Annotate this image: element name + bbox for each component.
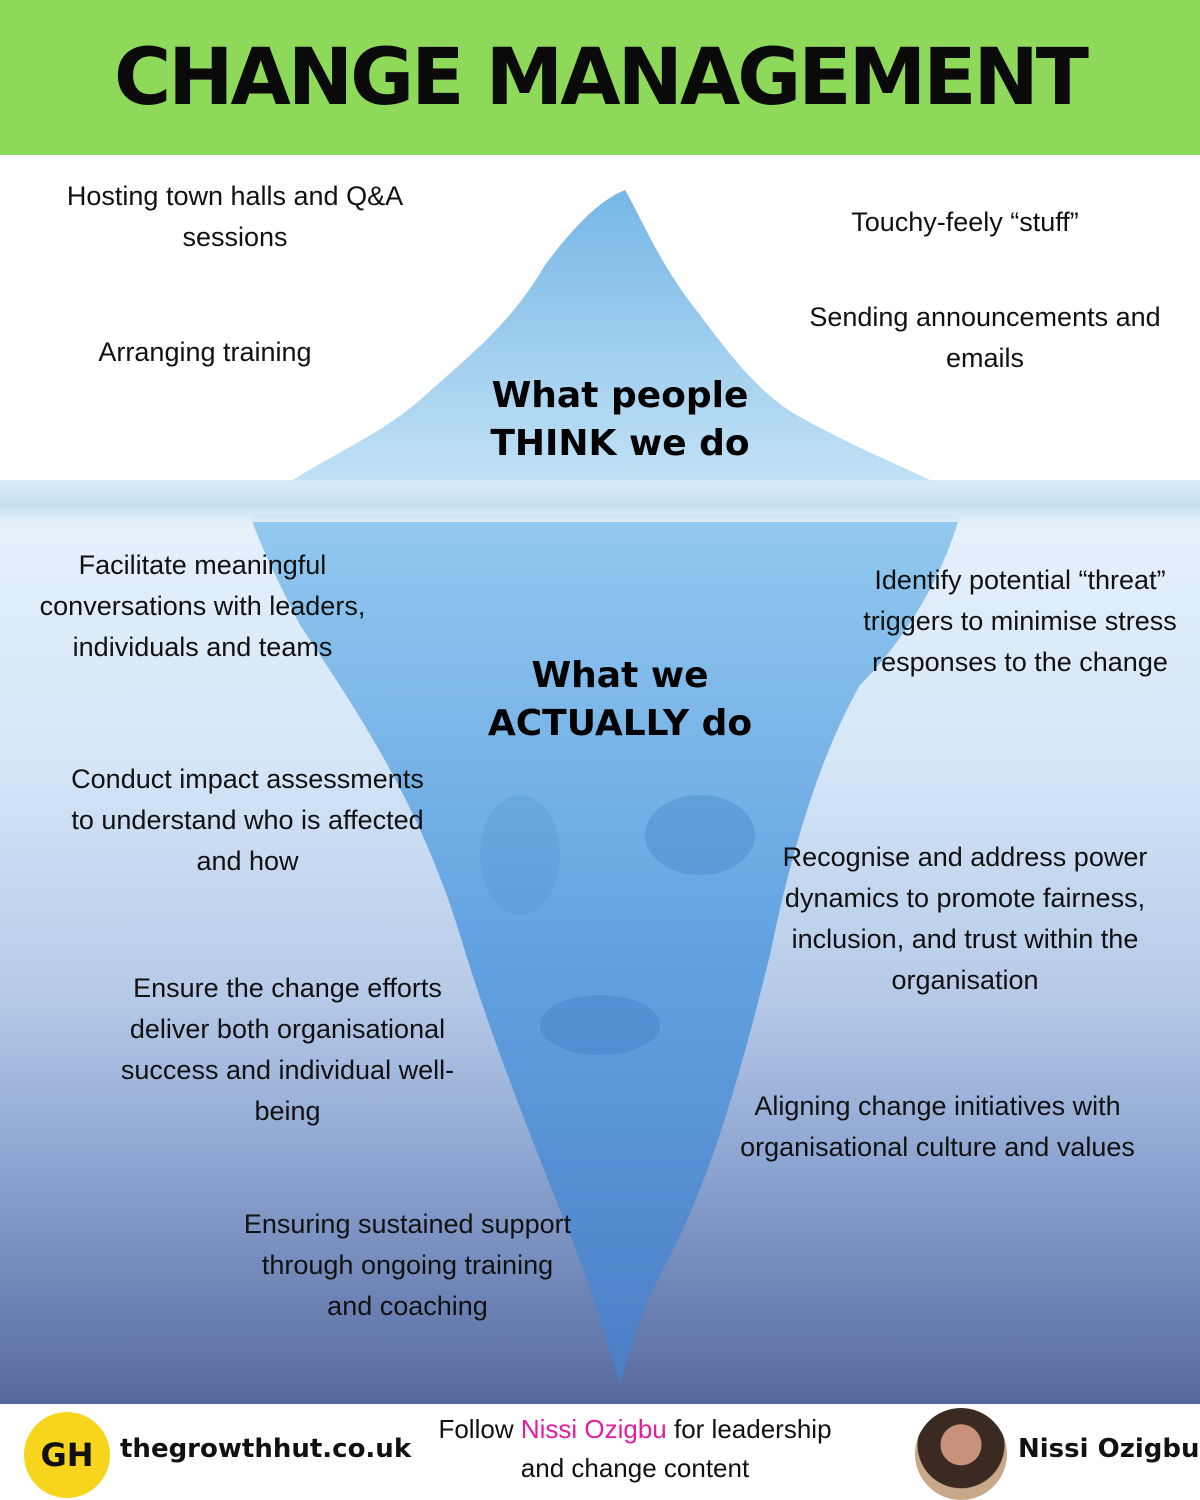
below-item-conversations: Facilitate meaningful conversations with… [39, 550, 366, 662]
below-item-change-efforts: Ensure the change efforts deliver both o… [120, 973, 455, 1126]
below-item-power-dynamics: Recognise and address power dynamics to … [782, 842, 1148, 995]
logo-text: GH [40, 1436, 94, 1474]
above-item-training: Arranging training [98, 337, 312, 367]
website-link[interactable]: thegrowthhut.co.uk [120, 1434, 412, 1464]
below-item-threat-triggers: Identify potential “threat” triggers to … [863, 565, 1177, 677]
above-item-touchy-feely: Touchy-feely “stuff” [851, 207, 1079, 237]
follow-suffix: for leadership and change content [520, 1414, 832, 1483]
growth-hut-logo: GH [24, 1412, 110, 1498]
above-label-line2: THINK we do [490, 423, 750, 464]
follow-name-link[interactable]: Nissi Ozigbu [520, 1414, 667, 1444]
below-item-culture-values: Aligning change initiatives with organis… [740, 1091, 1135, 1162]
iceberg-illustration [250, 190, 960, 1385]
below-label: What we ACTUALLY do [470, 652, 770, 748]
below-label-line1: What we [531, 655, 709, 696]
author-name: Nissi Ozigbu [1018, 1434, 1200, 1464]
above-label-line1: What people [491, 375, 749, 416]
above-item-town-halls: Hosting town halls and Q&A sessions [66, 181, 404, 252]
above-item-announcements: Sending announcements and emails [809, 302, 1161, 373]
below-item-impact-assessments: Conduct impact assessments to understand… [71, 764, 424, 876]
follow-note: Follow Nissi Ozigbu for leadership and c… [430, 1410, 840, 1488]
below-label-line2: ACTUALLY do [487, 703, 753, 744]
above-label: What people THINK we do [460, 372, 780, 468]
below-item-sustained-support: Ensuring sustained support through ongoi… [243, 1209, 572, 1321]
author-avatar [915, 1408, 1007, 1500]
header-banner: CHANGE MANAGEMENT [0, 0, 1200, 155]
water-surface [0, 480, 1200, 522]
follow-prefix: Follow [438, 1414, 521, 1444]
page-title: CHANGE MANAGEMENT [114, 32, 1089, 123]
